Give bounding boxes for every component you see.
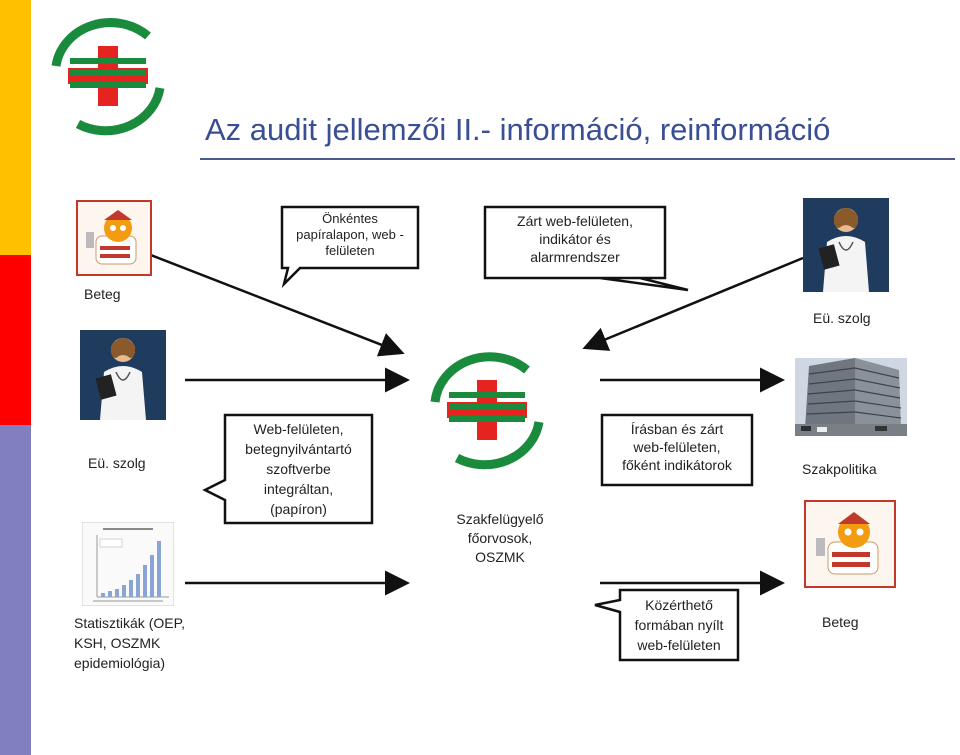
stripe-red bbox=[0, 255, 31, 425]
callout-web-line1: Web-felületen, bbox=[253, 421, 344, 437]
callout-web-line5: (papíron) bbox=[270, 501, 327, 517]
callout-zart-line3: alarmrendszer bbox=[530, 249, 620, 265]
callout-irasban: Írásban és zárt web-felületen, főként in… bbox=[604, 420, 750, 474]
label-statisztikak: Statisztikák (OEP, KSH, OSZMK epidemioló… bbox=[74, 613, 185, 673]
stripe-yellow bbox=[0, 0, 31, 255]
label-eu-szolg-right: Eü. szolg bbox=[813, 310, 871, 326]
slide-title: Az audit jellemzői II.- információ, rein… bbox=[205, 112, 831, 147]
label-statisztikak-line2: KSH, OSZMK bbox=[74, 635, 161, 651]
patient-garfield-icon bbox=[76, 200, 152, 276]
statistics-chart-icon bbox=[82, 522, 174, 606]
callout-irasban-line1: Írásban és zárt bbox=[630, 421, 724, 437]
callout-onkentes-line2: papíralapon, web - bbox=[296, 227, 404, 242]
title-underline bbox=[200, 158, 955, 160]
callout-kozertheto-line1: Közérthető bbox=[645, 597, 713, 613]
label-szakfelugyelo: Szakfelügyelő főorvosok, OSZMK bbox=[440, 510, 560, 567]
callout-kozertheto-line3: web-felületen bbox=[637, 637, 721, 653]
callout-irasban-line2: web-felületen, bbox=[633, 439, 721, 455]
callout-zart-line1: Zárt web-felületen, bbox=[517, 213, 633, 229]
label-szakfelugyelo-line3: OSZMK bbox=[475, 549, 525, 565]
callout-web-line3: szoftverbe bbox=[266, 461, 331, 477]
stripe-purple bbox=[0, 425, 31, 755]
hospital-building-icon bbox=[795, 358, 907, 436]
callout-onkentes-line1: Önkéntes bbox=[322, 211, 378, 226]
callout-zart: Zárt web-felületen, indikátor és alarmre… bbox=[488, 212, 662, 266]
callout-kozertheto-line2: formában nyílt bbox=[634, 617, 724, 633]
callout-webfeluleten: Web-felületen, betegnyilvántartó szoftve… bbox=[228, 419, 369, 519]
callout-web-line4: integráltan, bbox=[263, 481, 334, 497]
callout-onkentes-line3: felületen bbox=[325, 243, 375, 258]
callout-web-line2: betegnyilvántartó bbox=[245, 441, 352, 457]
label-beteg-bottom: Beteg bbox=[822, 614, 859, 630]
doctor-icon bbox=[803, 198, 889, 292]
label-statisztikak-line3: epidemiológia) bbox=[74, 655, 166, 671]
callout-irasban-line3: főként indikátorok bbox=[622, 457, 732, 473]
label-eu-szolg-left: Eü. szolg bbox=[88, 455, 146, 471]
callout-onkentes: Önkéntes papíralapon, web - felületen bbox=[286, 211, 414, 259]
callout-kozertheto: Közérthető formában nyílt web-felületen bbox=[622, 595, 736, 655]
label-beteg-top: Beteg bbox=[84, 286, 121, 302]
label-statisztikak-line1: Statisztikák (OEP, bbox=[74, 615, 186, 631]
doctor-icon bbox=[80, 330, 166, 420]
label-szakfelugyelo-line1: Szakfelügyelő bbox=[456, 511, 544, 527]
label-szakpolitika: Szakpolitika bbox=[802, 461, 877, 477]
patient-garfield-icon bbox=[804, 500, 896, 588]
label-szakfelugyelo-line2: főorvosok, bbox=[467, 530, 533, 546]
callout-zart-line2: indikátor és bbox=[539, 231, 611, 247]
